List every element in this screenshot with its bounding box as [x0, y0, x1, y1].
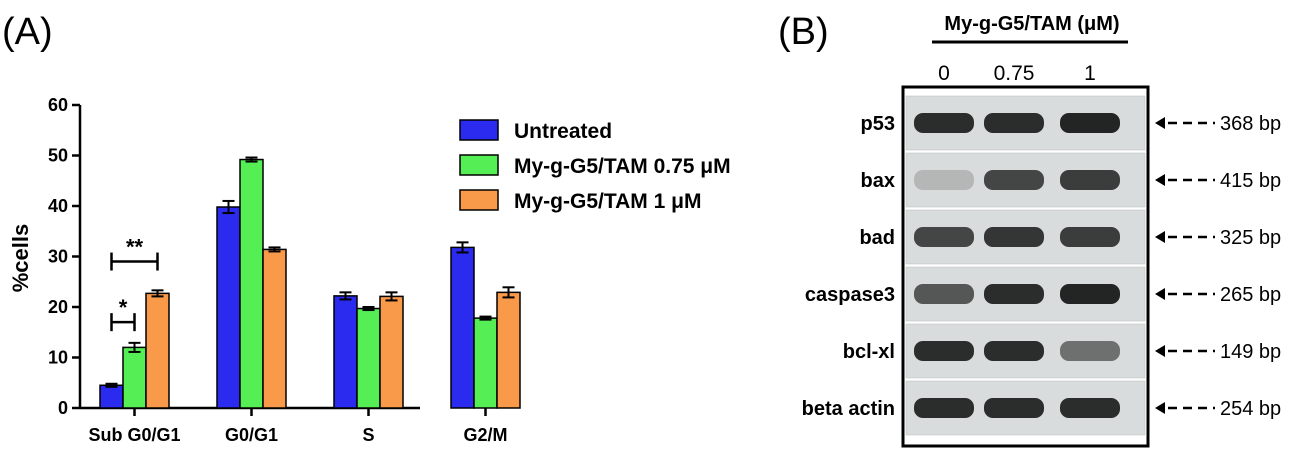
gene-label: bcl-xl — [843, 341, 895, 363]
gel-band — [914, 113, 974, 133]
bars — [99, 156, 521, 409]
y-tick-label: 30 — [48, 247, 68, 267]
bar — [450, 246, 475, 409]
legend-swatch — [459, 189, 499, 211]
bar — [473, 317, 498, 409]
lane-label: 0.75 — [994, 62, 1035, 85]
band-size-label: 254 bp — [1220, 398, 1281, 420]
significance-label: ** — [126, 235, 144, 260]
bar — [239, 158, 264, 409]
arrow-head — [1155, 231, 1165, 243]
x-tick-label: Sub G0/G1 — [88, 425, 180, 445]
bar — [356, 307, 381, 409]
arrow-head — [1155, 174, 1165, 186]
panel-b-label: (B) — [778, 11, 829, 53]
gel-band — [1060, 284, 1120, 304]
gel-band — [1060, 113, 1120, 133]
legend-swatch — [459, 119, 499, 141]
bar-chart: %cells 0 10 20 30 40 50 60 Sub G0/G1 G0/G1 S G2/M… — [8, 95, 731, 445]
gel-band — [984, 398, 1044, 418]
y-tick-label: 40 — [48, 196, 68, 216]
lane-label: 1 — [1084, 62, 1096, 85]
gel-band — [1060, 398, 1120, 418]
bar — [379, 295, 404, 409]
gel-band — [1060, 170, 1120, 190]
bar — [145, 292, 170, 409]
arrow-head — [1155, 402, 1165, 414]
legend-swatch — [459, 154, 499, 176]
gene-label: caspase3 — [805, 284, 895, 306]
band-size-label: 265 bp — [1220, 284, 1281, 306]
bar — [496, 291, 521, 409]
gene-label: bax — [861, 170, 895, 192]
band-size-label: 325 bp — [1220, 227, 1281, 249]
gel-band — [984, 284, 1044, 304]
arrow-head — [1155, 288, 1165, 300]
gel-band — [914, 284, 974, 304]
y-tick-label: 10 — [48, 348, 68, 368]
y-tick-label: 0 — [58, 398, 68, 418]
bar — [333, 295, 358, 409]
arrow-head — [1155, 117, 1165, 129]
significance-label: * — [119, 295, 128, 320]
gel-band — [984, 227, 1044, 247]
gel-band — [914, 227, 974, 247]
legend-label: Untreated — [514, 120, 612, 143]
gel-band — [914, 170, 974, 190]
lane-label: 0 — [938, 62, 950, 85]
bar — [99, 384, 124, 409]
y-tick-label: 50 — [48, 146, 68, 166]
gel-band — [1060, 227, 1120, 247]
bar — [122, 346, 147, 409]
band-size-label: 149 bp — [1220, 341, 1281, 363]
band-size-label: 415 bp — [1220, 170, 1281, 192]
gene-label: beta actin — [802, 398, 895, 420]
bar — [262, 248, 287, 409]
y-axis-label: %cells — [8, 224, 33, 293]
gel-band — [984, 341, 1044, 361]
gel-band — [984, 113, 1044, 133]
band-size-label: 368 bp — [1220, 113, 1281, 135]
gel-panel: My-g-G5/TAM (μM) 0 0.75 1 p53 368 bp bax 415 … — [802, 13, 1281, 448]
y-tick-label: 20 — [48, 297, 68, 317]
y-axis: 0 10 20 30 40 50 60 — [48, 95, 420, 418]
y-tick-label: 60 — [48, 95, 68, 115]
bar — [216, 206, 241, 409]
panel-a-label: (A) — [2, 11, 53, 53]
gel-title: My-g-G5/TAM (μM) — [944, 13, 1119, 35]
x-tick-label: S — [362, 425, 374, 445]
significance-annotations: *** — [110, 235, 159, 332]
x-tick-label: G0/G1 — [225, 425, 278, 445]
gel-band — [984, 170, 1044, 190]
gene-label: bad — [859, 227, 895, 249]
lane-labels: 0 0.75 1 — [938, 62, 1096, 85]
gel-rows: p53 368 bp bax 415 bp bad 325 bp caspase3 265 b… — [802, 95, 1281, 436]
gel-band — [914, 398, 974, 418]
legend-label: My-g-G5/TAM 0.75 μM — [514, 155, 731, 178]
gel-band — [1060, 341, 1120, 361]
arrow-head — [1155, 345, 1165, 357]
gel-band — [914, 341, 974, 361]
gene-label: p53 — [861, 113, 895, 135]
x-axis-categories: Sub G0/G1 G0/G1 S G2/M — [88, 408, 508, 445]
x-tick-label: G2/M — [463, 425, 507, 445]
legend-label: My-g-G5/TAM 1 μM — [514, 190, 701, 213]
